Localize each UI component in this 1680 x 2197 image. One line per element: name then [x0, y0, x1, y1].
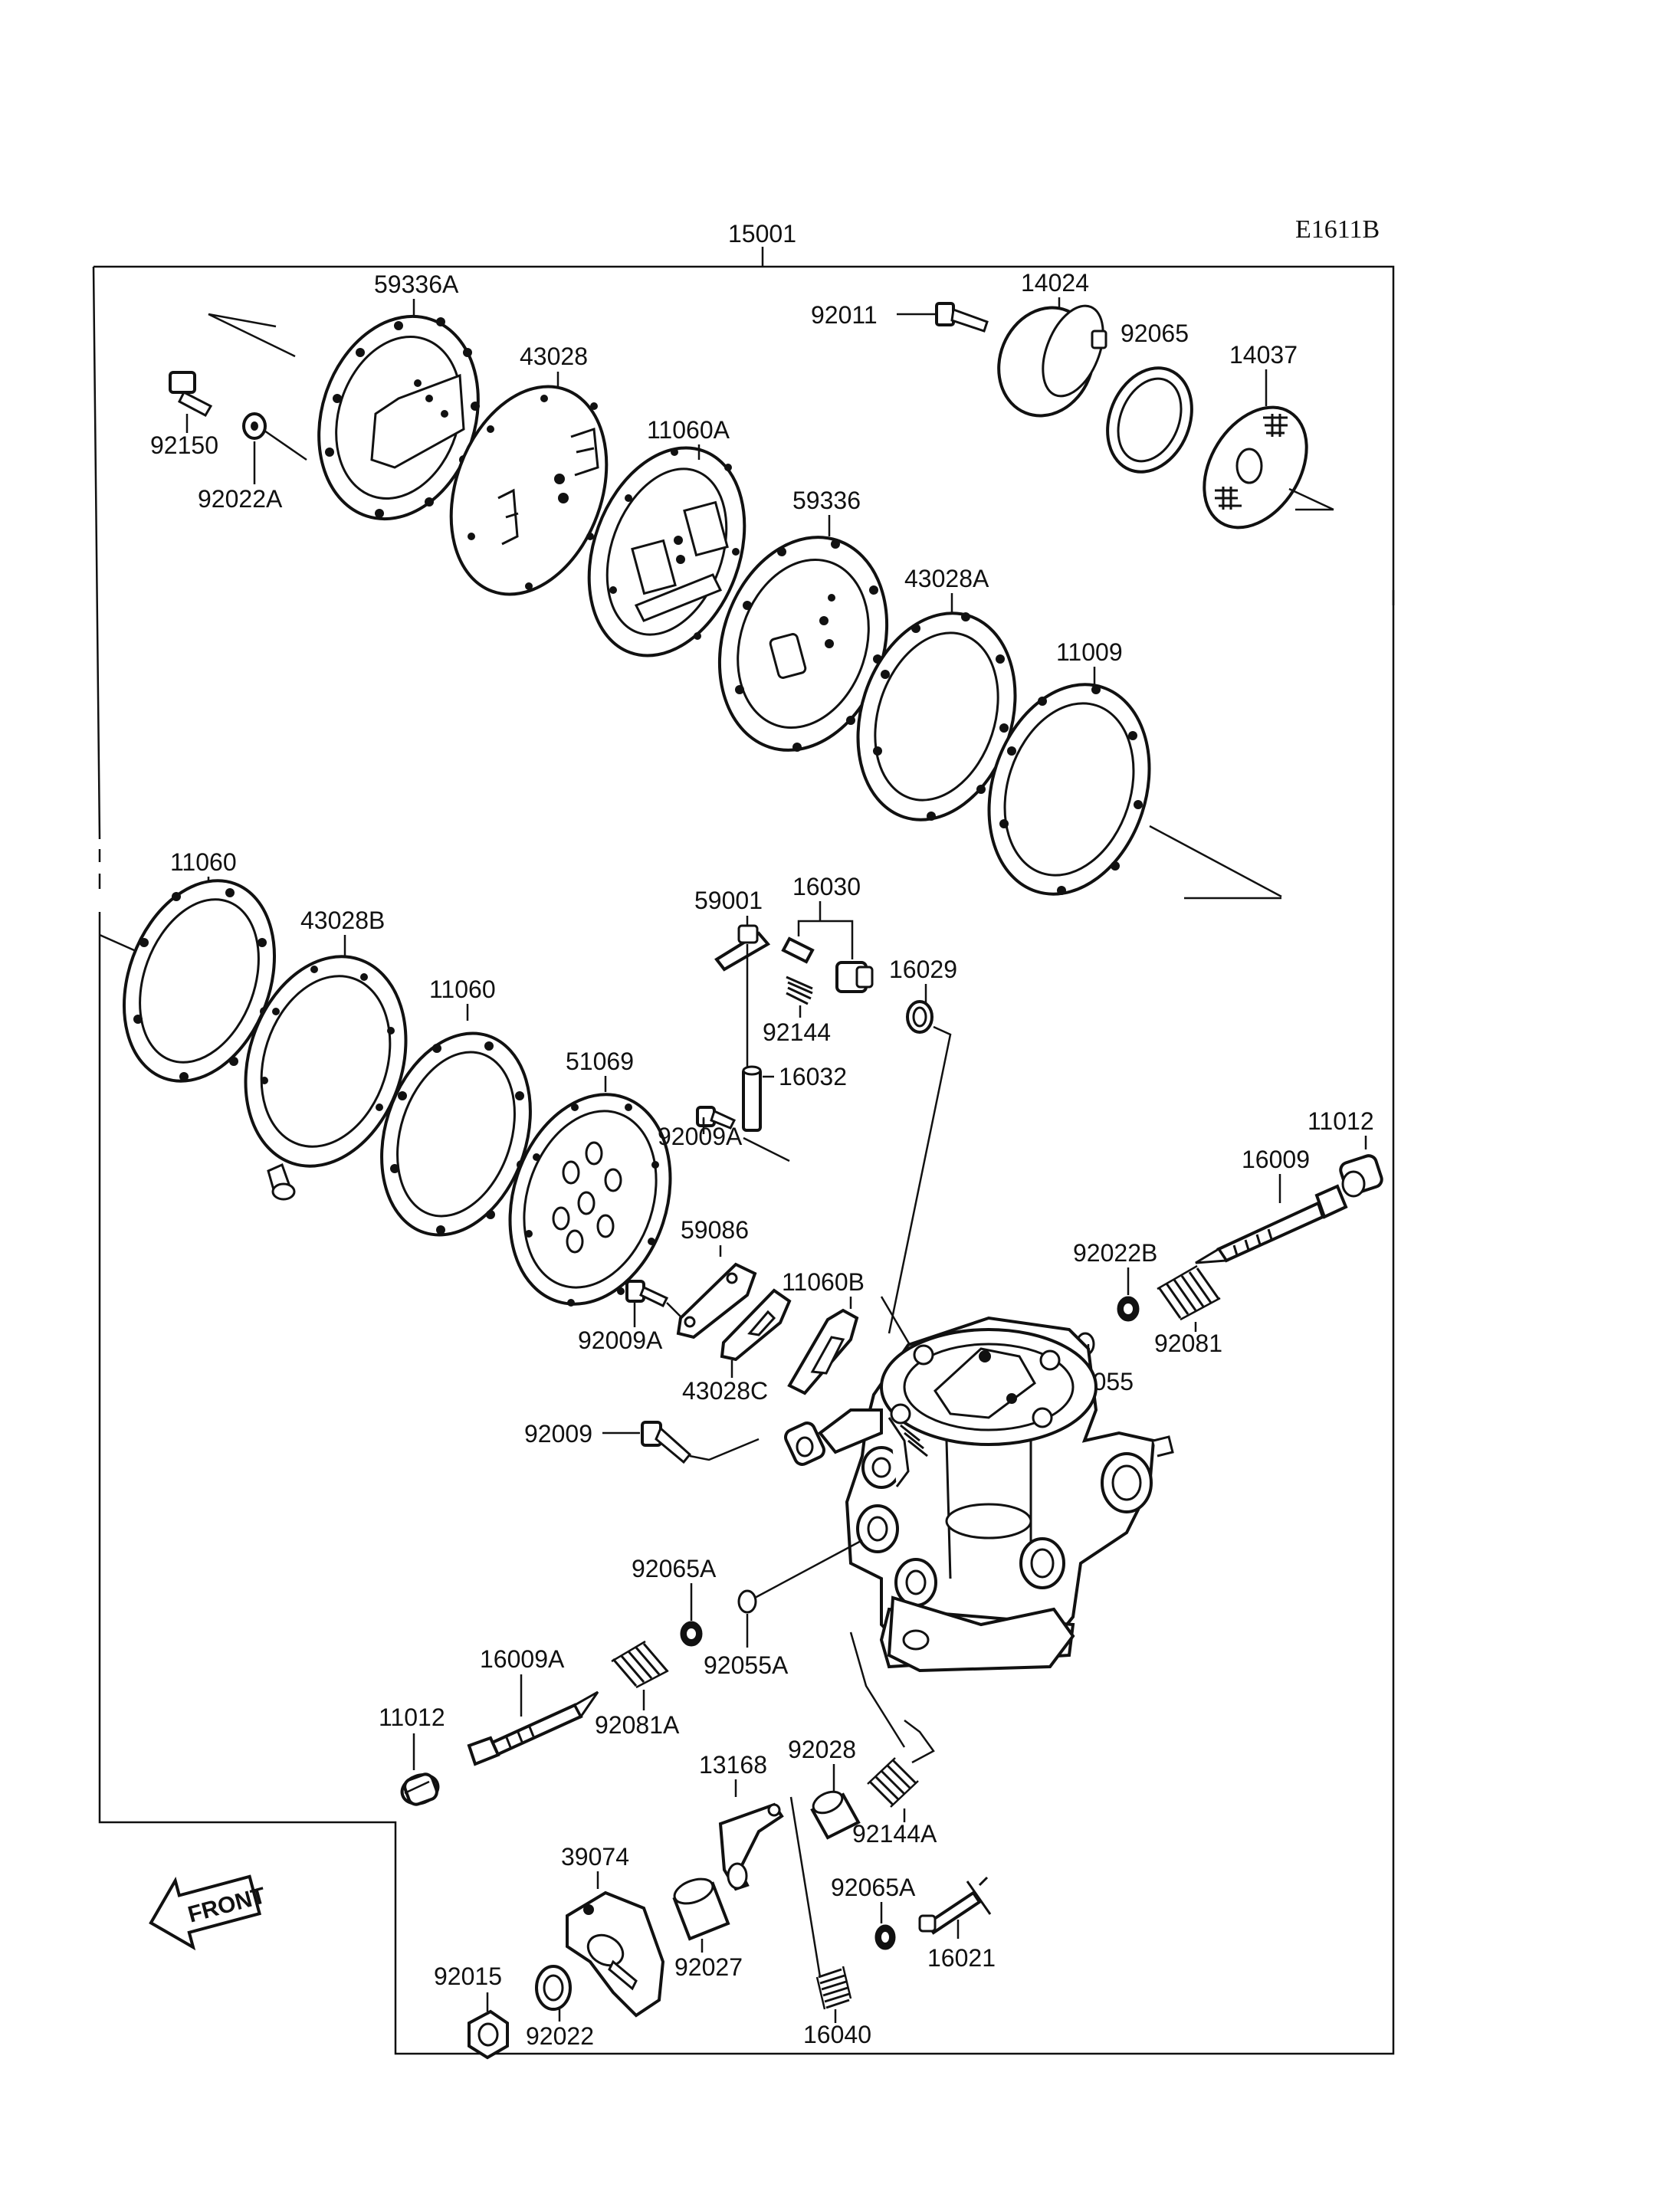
- front-arrow-icon: FRONT: [149, 1874, 268, 1951]
- bushing-92027: [672, 1877, 730, 1941]
- label-92081A: 92081A: [595, 1711, 680, 1739]
- label-51069: 51069: [566, 1048, 634, 1075]
- label-59336A: 59336A: [374, 271, 459, 298]
- label-59336: 59336: [792, 487, 861, 514]
- gasket-11060B: [787, 1308, 859, 1395]
- spring-92144: [786, 976, 813, 1005]
- cap-11012-left: [400, 1772, 440, 1806]
- gasket-43028C: [720, 1288, 792, 1362]
- label-11009: 11009: [1056, 638, 1123, 666]
- gasket-16029: [906, 1000, 934, 1034]
- screw-92011: [935, 302, 989, 333]
- label-92144: 92144: [763, 1018, 831, 1046]
- bushing-92028: [810, 1790, 861, 1840]
- label-92055A: 92055A: [704, 1651, 789, 1679]
- gasket-43028A: [856, 612, 1017, 821]
- washer-92022: [535, 1965, 572, 2011]
- diagram-code: E1611B: [1295, 215, 1380, 244]
- label-92022B: 92022B: [1073, 1239, 1157, 1267]
- label-13168: 13168: [699, 1751, 767, 1779]
- label-16021: 16021: [927, 1944, 996, 1972]
- label-16009A: 16009A: [480, 1645, 565, 1673]
- label-92022: 92022: [526, 2022, 594, 2050]
- label-92011: 92011: [811, 301, 878, 329]
- cap-11012-right: [1339, 1154, 1383, 1198]
- label-16009: 16009: [1242, 1146, 1310, 1173]
- label-92015: 92015: [434, 1963, 502, 1990]
- diaphragm-51069: [508, 1093, 672, 1307]
- label-16030: 16030: [792, 873, 861, 900]
- label-16032: 16032: [779, 1063, 847, 1090]
- label-11060-left: 11060: [170, 848, 237, 876]
- label-92027: 92027: [674, 1953, 743, 1981]
- lever-59001: [714, 924, 771, 972]
- cam-39074: [566, 1890, 665, 2018]
- label-59086: 59086: [681, 1216, 749, 1244]
- label-11060-mid: 11060: [429, 976, 496, 1003]
- label-14024: 14024: [1021, 269, 1089, 297]
- label-92144A: 92144A: [852, 1820, 937, 1848]
- label-92022A: 92022A: [198, 485, 283, 513]
- spring-92081: [1157, 1264, 1221, 1321]
- pin-16021: [918, 1876, 992, 1935]
- label-11060B: 11060B: [782, 1268, 865, 1296]
- label-43028A: 43028A: [904, 565, 989, 592]
- label-92065A-right: 92065A: [831, 1874, 916, 1901]
- gasket-11009: [987, 683, 1151, 896]
- filter-14037: [1203, 405, 1308, 530]
- assembly-frame: [92, 265, 1395, 2055]
- screw-92009A-top: [696, 1106, 737, 1130]
- label-43028: 43028: [520, 343, 588, 370]
- plate-59336A: [317, 314, 480, 521]
- screw-92009A-low: [625, 1280, 669, 1307]
- label-92009A-top: 92009A: [658, 1123, 743, 1150]
- spring-92081A: [611, 1640, 669, 1689]
- ring-43028B: [244, 955, 408, 1201]
- gasket-11060-mid: [380, 1031, 532, 1237]
- label-11012-right: 11012: [1308, 1107, 1374, 1135]
- spring-16040: [815, 1966, 852, 2010]
- needle-valve-16030: [781, 936, 874, 993]
- plate-59336: [717, 536, 889, 752]
- nut-92015: [468, 2009, 509, 2060]
- label-59001: 59001: [694, 887, 763, 914]
- label-11060A: 11060A: [647, 416, 730, 444]
- gasket-11060-left: [122, 879, 277, 1083]
- gasket-43028: [449, 385, 609, 596]
- label-92009A-low: 92009A: [578, 1326, 663, 1354]
- label-assembly: 15001: [728, 220, 796, 248]
- label-92081: 92081: [1154, 1330, 1222, 1357]
- oring-92065: [1106, 366, 1193, 474]
- plate-59086: [676, 1262, 757, 1340]
- screw-16009A: [467, 1690, 599, 1766]
- label-92065A-left: 92065A: [632, 1555, 717, 1582]
- pin-16032: [742, 1065, 762, 1132]
- screw-16009: [1195, 1184, 1348, 1264]
- label-43028C: 43028C: [682, 1377, 768, 1405]
- spring-92144A: [867, 1757, 919, 1808]
- label-11012-left: 11012: [379, 1703, 445, 1731]
- label-39074: 39074: [561, 1843, 629, 1871]
- plate-11060A: [587, 446, 746, 657]
- label-92065: 92065: [1121, 320, 1189, 347]
- carburetor-body: [784, 1316, 1174, 1673]
- label-43028B: 43028B: [300, 907, 385, 934]
- label-92150: 92150: [150, 431, 218, 459]
- label-14037: 14037: [1229, 341, 1298, 369]
- label-92028: 92028: [788, 1736, 856, 1763]
- oring-92055A: [737, 1589, 757, 1614]
- bolt-92150: [169, 371, 213, 417]
- label-92009: 92009: [524, 1420, 592, 1448]
- cover-14024: [997, 304, 1107, 418]
- label-16029: 16029: [889, 956, 957, 983]
- lever-13168: [718, 1802, 784, 1891]
- screw-92009: [641, 1421, 692, 1464]
- label-16040: 16040: [803, 2021, 871, 2048]
